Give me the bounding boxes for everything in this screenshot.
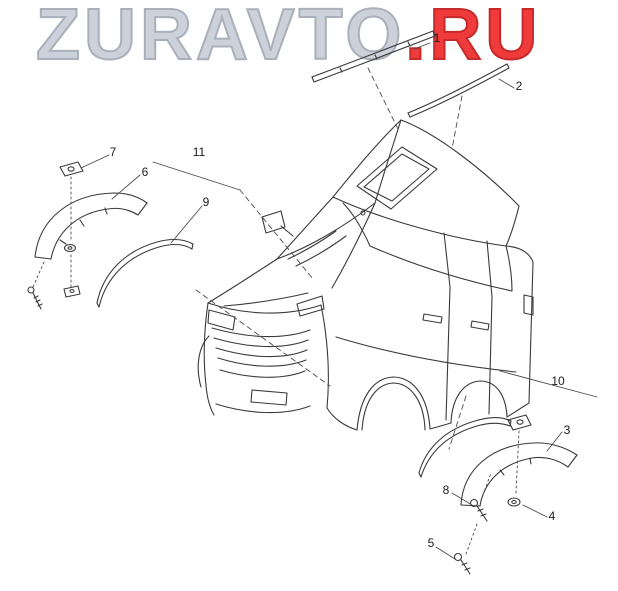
headlight-left [208,310,235,330]
callout-11: 11 [192,145,206,159]
callout-10: 10 [551,374,565,388]
watermark-suffix-text: .RU [404,0,542,76]
nut-left [64,286,80,297]
vehicle-illustration [198,120,533,430]
arch-seal-left [97,240,193,307]
callout-9: 9 [202,195,210,209]
screw-right-upper [471,500,488,522]
headlight-right [297,296,324,316]
screw-left [28,287,42,309]
side-mirror [262,211,285,233]
callout-8: 8 [442,483,450,497]
fender-flare-right [461,443,577,506]
site-watermark: ZURAVTO.RU [35,0,542,76]
callout-6: 6 [141,165,149,179]
callout-5: 5 [427,536,435,550]
callout-4: 4 [548,509,556,523]
callout-7: 7 [109,145,117,159]
license-plate [251,390,287,405]
callout-1: 1 [433,31,441,45]
door-handle-rear [471,321,489,330]
clip-left [60,162,83,176]
leader-lines [33,43,597,559]
screw-right-lower [455,554,471,575]
fender-flare-left [35,193,147,259]
watermark-main-text: ZURAVTO [35,0,406,76]
roof-molding-part-1 [312,31,435,82]
sunroof [357,147,437,209]
door-handle-front [423,314,442,323]
taillight [524,295,533,315]
roof-molding-part-2 [408,64,509,117]
arch-seal-right [419,418,511,477]
clip-right [508,415,531,430]
callout-3: 3 [563,423,571,437]
washer-right [508,498,520,506]
washer-left [65,245,76,252]
callout-2: 2 [515,79,523,93]
